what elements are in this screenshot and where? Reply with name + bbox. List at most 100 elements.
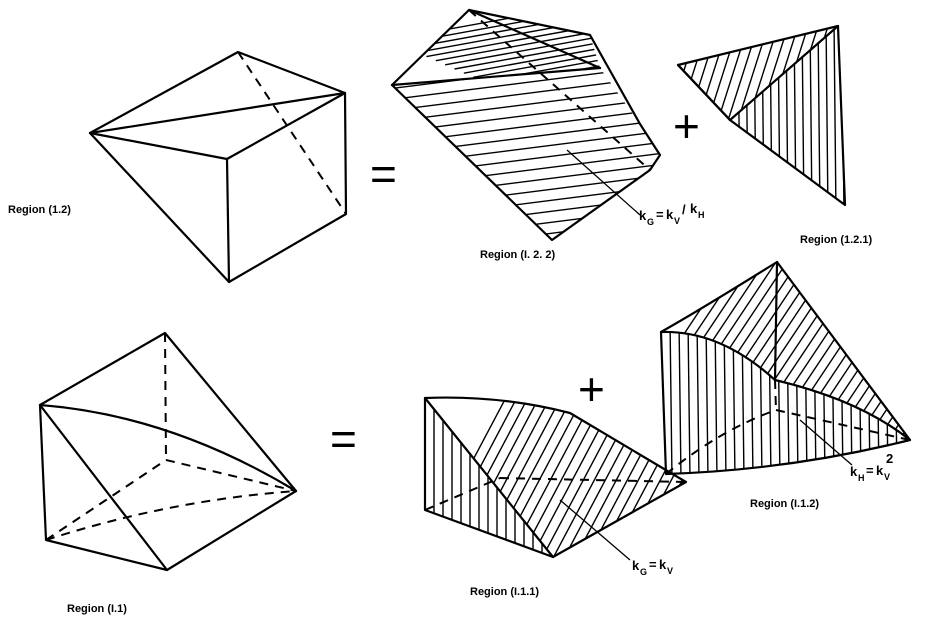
hatch-line: [761, 26, 765, 205]
hatch-line: [714, 331, 718, 474]
svg-text:k: k: [850, 464, 858, 479]
annotation-kh-kv-squared: k H = k V 2: [850, 451, 893, 483]
hatch-line: [706, 390, 796, 560]
hatch-line: [723, 331, 727, 474]
hatch-line: [501, 49, 600, 85]
hatch-line: [573, 397, 665, 557]
hatch-line: [817, 26, 821, 205]
region-1-2-2-label: Region (I. 2. 2): [480, 249, 556, 261]
hatch-line: [768, 331, 772, 474]
hatch-line: [734, 26, 771, 120]
hatch-line: [392, 205, 660, 240]
equals-sign-top: =: [370, 148, 397, 200]
hatch-line: [804, 331, 808, 474]
hatch-line: [785, 26, 789, 205]
hatch-line: [813, 331, 817, 474]
svg-text:/: /: [682, 202, 686, 217]
hatch-line: [398, 10, 600, 45]
hatch-line: [562, 397, 654, 557]
hatch-line: [392, 194, 660, 234]
hatch-line: [759, 331, 763, 474]
hatch-line: [551, 397, 643, 557]
hatch-line: [392, 106, 660, 146]
hatch-line: [698, 262, 840, 440]
svg-text:k: k: [632, 558, 640, 573]
svg-text:V: V: [674, 216, 680, 226]
region-1-2-label: Region (1.2): [8, 204, 71, 216]
hatch-line: [852, 262, 910, 440]
hatch-line: [867, 331, 871, 474]
region-1-1-2-figure: [659, 250, 929, 476]
hatch-line: [714, 26, 751, 120]
hatch-line: [876, 331, 880, 474]
hatch-line: [473, 36, 600, 78]
hatch-line: [696, 331, 700, 474]
svg-text:G: G: [640, 567, 647, 577]
svg-text:H: H: [698, 210, 705, 220]
hatch-line: [797, 262, 910, 440]
hatch-line: [474, 397, 566, 557]
hatch-line: [907, 262, 910, 440]
hatch-line: [825, 26, 829, 205]
hatch-line: [833, 26, 837, 205]
region-1-2-1-label: Region (1.2.1): [800, 234, 872, 246]
hatch-line: [822, 331, 826, 474]
svg-text:=: =: [656, 207, 664, 222]
hatch-line: [463, 397, 555, 557]
hatch-line: [435, 20, 600, 62]
annotation-kg-kv: k G = k V: [632, 557, 673, 577]
hatch-line: [392, 128, 660, 168]
region-1-1-figure: [38, 331, 298, 572]
svg-text:=: =: [649, 557, 657, 572]
annotation-kg-kv-over-kh: k G = k V / k H: [639, 201, 705, 227]
svg-text:G: G: [647, 217, 654, 227]
hatch-line: [919, 250, 929, 460]
svg-text:V: V: [667, 566, 673, 576]
hatch-line: [850, 20, 852, 215]
hatch-line: [540, 397, 632, 557]
region-1-2-2-hatching: [392, 10, 600, 85]
hatch-line: [507, 397, 599, 557]
svg-text:k: k: [659, 557, 667, 572]
hatch-line: [426, 15, 600, 58]
svg-text:V: V: [884, 472, 890, 482]
hatch-line: [695, 390, 785, 560]
hatch-line: [894, 331, 898, 474]
hatch-line: [445, 24, 600, 66]
hatch-line: [819, 262, 910, 440]
region-1-1-1-figure: [423, 390, 796, 561]
hatch-line: [750, 331, 754, 474]
hatch-line: [392, 73, 660, 113]
region-1-1-label: Region (I.1): [67, 603, 127, 615]
hatch-line: [584, 397, 676, 557]
plus-sign-bottom: +: [578, 363, 605, 415]
hatch-line: [392, 150, 660, 190]
hatch-line: [777, 331, 781, 474]
svg-text:2: 2: [886, 451, 893, 466]
hatch-line: [392, 68, 660, 91]
hatch-line: [793, 26, 797, 205]
hatch-line: [754, 26, 791, 120]
hatch-line: [485, 397, 577, 557]
equals-sign-bottom: =: [330, 413, 357, 465]
svg-text:H: H: [858, 473, 865, 483]
hatch-line: [452, 397, 544, 557]
hatch-line: [672, 397, 686, 557]
region-1-2-1-figure: [635, 20, 852, 215]
hatch-line: [635, 20, 670, 130]
hatch-line: [764, 262, 906, 440]
hatch-line: [392, 172, 660, 212]
region-1-1-1-label: Region (I.1.1): [470, 586, 539, 598]
region-1-2-2-lower-hatching: [392, 68, 660, 240]
hatch-line: [454, 28, 600, 70]
hatch-line: [814, 26, 838, 120]
svg-text:k: k: [690, 201, 698, 216]
hatch-line: [849, 331, 853, 474]
hatch-line: [392, 10, 600, 41]
svg-text:k: k: [639, 208, 647, 223]
plus-sign-top: +: [673, 100, 700, 152]
hatch-line: [392, 117, 660, 157]
hatch-line: [903, 331, 907, 474]
hatch-line: [705, 331, 709, 474]
